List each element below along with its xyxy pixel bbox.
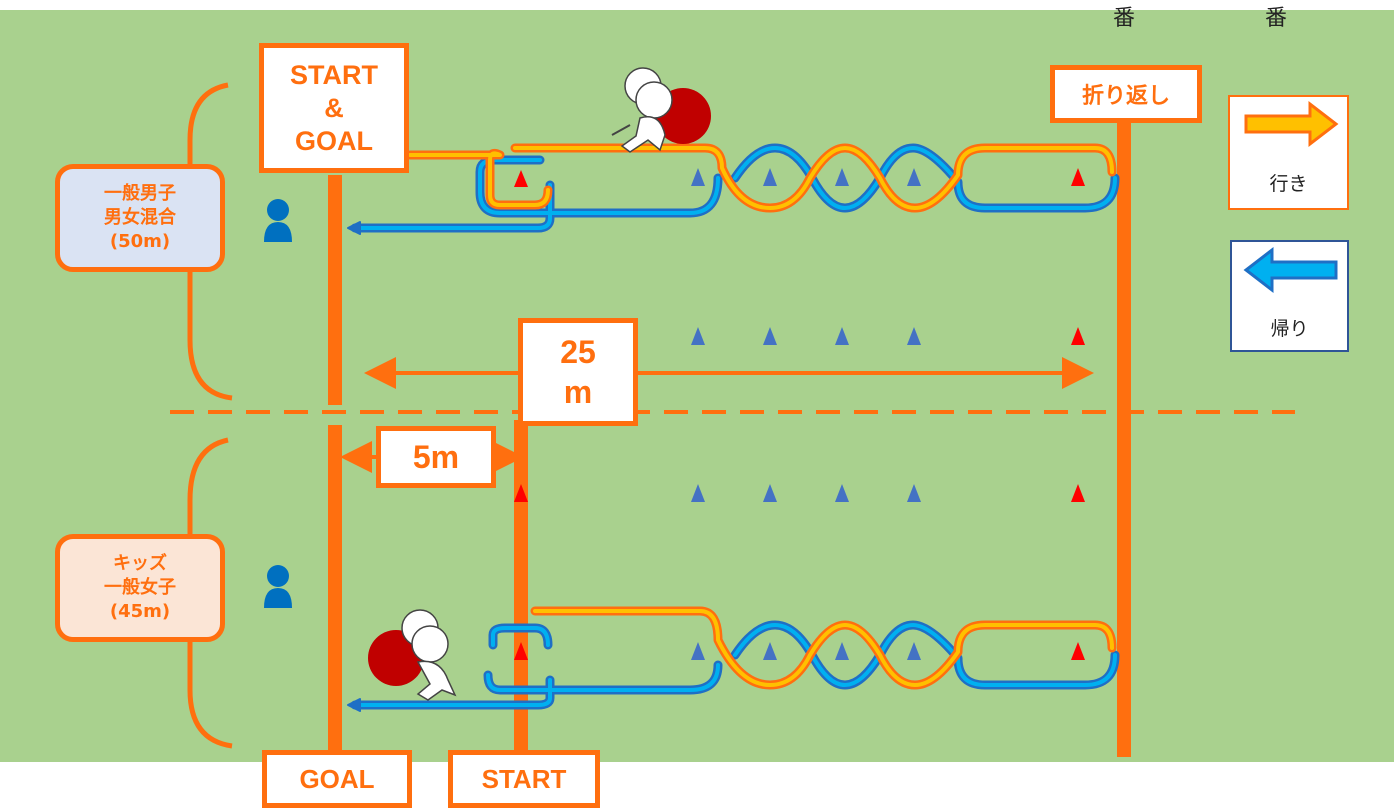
cone-blue — [835, 168, 849, 186]
cone-blue — [691, 484, 705, 502]
kids-zone-label: キッズ 一般女子 (45m) — [55, 534, 225, 642]
cones — [514, 168, 1085, 660]
legend-outbound: 行き — [1228, 95, 1349, 210]
cone-blue — [907, 642, 921, 660]
legend-return: 帰り — [1230, 240, 1349, 352]
start-goal-label: START & GOAL — [259, 43, 409, 173]
cone-blue — [907, 168, 921, 186]
cone-blue — [691, 642, 705, 660]
number-mark-2: 番 — [1265, 6, 1288, 31]
cone-blue — [835, 484, 849, 502]
runner-with-ball-icon — [368, 609, 457, 701]
cone-blue — [691, 327, 705, 345]
cone-blue — [691, 168, 705, 186]
cone-blue — [907, 327, 921, 345]
turnaround-label: 折り返し — [1050, 65, 1202, 123]
runner-with-ball-icon — [611, 67, 711, 153]
adult-zone-brace — [187, 82, 233, 401]
cone-blue — [835, 327, 849, 345]
cone-red — [514, 642, 528, 660]
legend-return-label: 帰り — [1270, 318, 1309, 340]
cone-red — [514, 484, 528, 502]
return-arrow-icon — [1243, 246, 1338, 294]
cone-red — [1071, 168, 1085, 186]
cone-red — [514, 170, 528, 187]
cone-red — [1071, 484, 1085, 502]
outbound-arrow-icon — [1244, 100, 1339, 148]
start-label: START — [448, 750, 600, 808]
distance-25m-label: 25 m — [518, 318, 638, 426]
cone-red — [1071, 642, 1085, 660]
adult-route-outbound — [405, 143, 1117, 213]
cone-blue — [763, 484, 777, 502]
cone-blue — [763, 168, 777, 186]
cone-blue — [907, 484, 921, 502]
cone-blue — [763, 642, 777, 660]
distance-5m-label: 5m — [376, 426, 496, 488]
cone-blue — [763, 327, 777, 345]
cone-red — [1071, 327, 1085, 345]
person-icon — [264, 199, 292, 242]
person-icon — [264, 565, 292, 608]
kids-route-outbound — [530, 606, 1117, 690]
legend-outbound-label: 行き — [1269, 173, 1308, 195]
goal-label: GOAL — [262, 750, 412, 808]
adult-zone-label: 一般男子 男女混合 (50m) — [55, 164, 225, 272]
cone-blue — [835, 642, 849, 660]
number-mark-1: 番 — [1113, 6, 1136, 31]
